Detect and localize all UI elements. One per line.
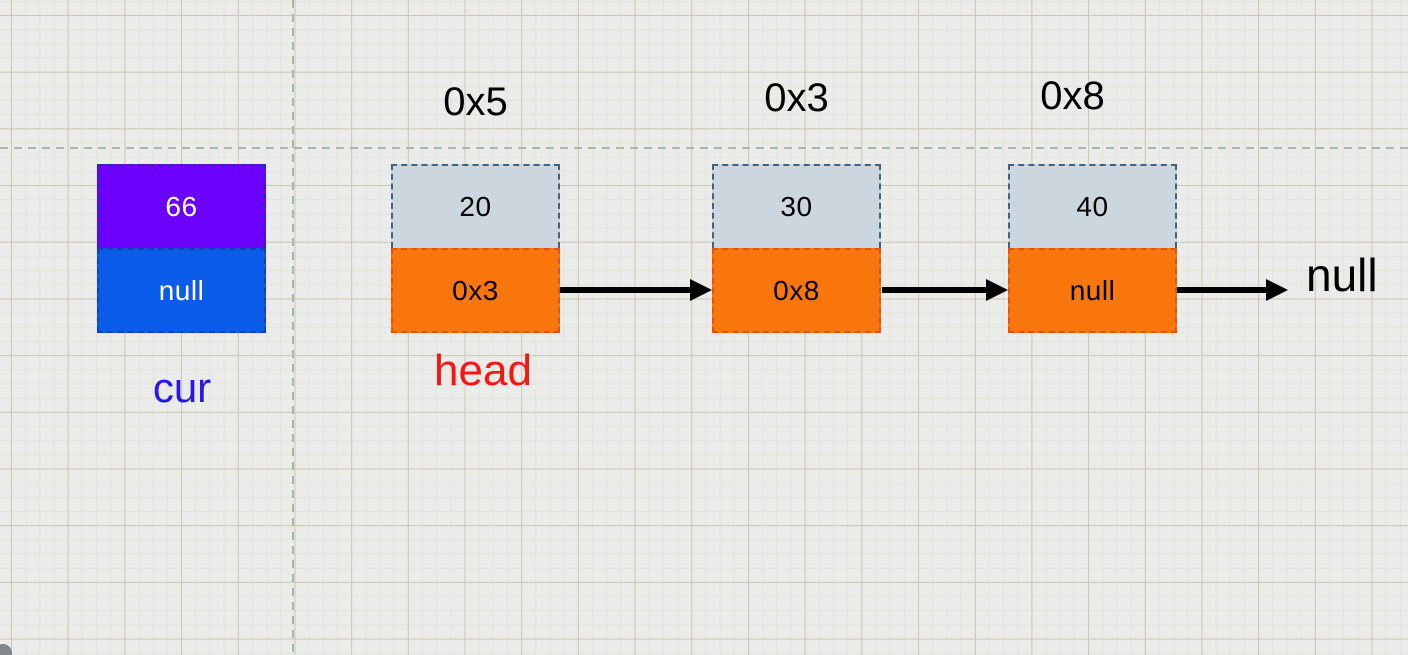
head-pointer-label[interactable]: head bbox=[434, 346, 532, 395]
list-node-2-value-cell[interactable]: 30 bbox=[712, 164, 881, 248]
cur-node-value-cell[interactable]: 66 bbox=[97, 164, 266, 248]
list-node-1[interactable]: 20 0x3 bbox=[391, 164, 560, 333]
list-node-1-next-cell[interactable]: 0x3 bbox=[391, 248, 560, 333]
canvas-corner-artifact bbox=[0, 644, 12, 655]
list-node-3-value-cell[interactable]: 40 bbox=[1008, 164, 1177, 248]
list-node-2[interactable]: 30 0x8 bbox=[712, 164, 881, 333]
arrow-node1-to-node2[interactable] bbox=[560, 279, 712, 301]
cur-node[interactable]: 66 null bbox=[97, 164, 266, 333]
list-node-3-next-cell[interactable]: null bbox=[1008, 248, 1177, 333]
arrow-shaft bbox=[882, 287, 989, 293]
vertical-guide-line bbox=[292, 0, 294, 655]
arrow-node3-to-null[interactable] bbox=[1177, 279, 1288, 301]
cur-node-next-cell[interactable]: null bbox=[97, 248, 266, 333]
arrowhead-icon bbox=[986, 279, 1008, 301]
arrow-shaft bbox=[560, 287, 693, 293]
arrowhead-icon bbox=[1266, 279, 1288, 301]
node3-address-label[interactable]: 0x8 bbox=[1040, 74, 1105, 118]
arrow-node2-to-node3[interactable] bbox=[882, 279, 1008, 301]
list-node-1-value-cell[interactable]: 20 bbox=[391, 164, 560, 248]
node1-address-label[interactable]: 0x5 bbox=[443, 80, 508, 124]
horizontal-guide-line bbox=[0, 147, 1408, 149]
node2-address-label[interactable]: 0x3 bbox=[764, 76, 829, 120]
arrowhead-icon bbox=[690, 279, 712, 301]
tail-null-label[interactable]: null bbox=[1306, 249, 1378, 301]
list-node-2-next-cell[interactable]: 0x8 bbox=[712, 248, 881, 333]
list-node-3[interactable]: 40 null bbox=[1008, 164, 1177, 333]
arrow-shaft bbox=[1177, 287, 1269, 293]
cur-pointer-label[interactable]: cur bbox=[152, 364, 212, 411]
